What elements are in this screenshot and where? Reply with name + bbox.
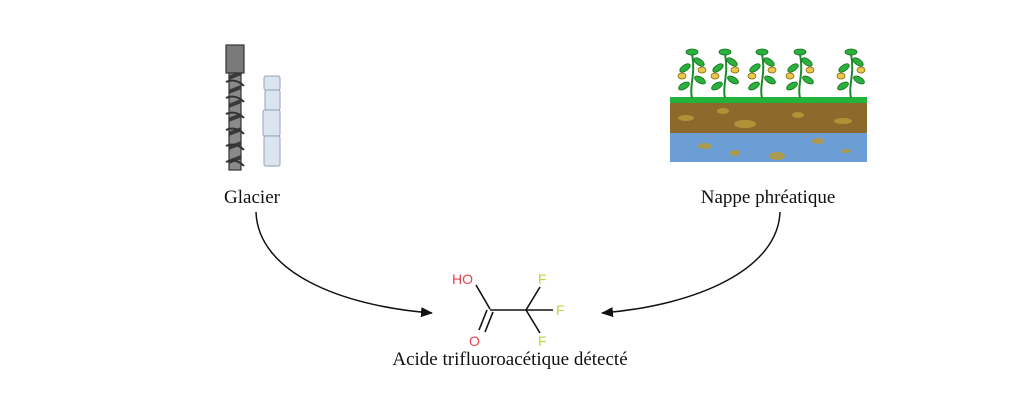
bond-co-double-1 <box>478 309 488 331</box>
atom-fluorine-bottom: F <box>538 333 547 349</box>
molecule-label: Acide trifluoroacétique détecté <box>392 349 628 370</box>
bond-cf-bottom <box>525 309 541 334</box>
soil-pebbles <box>678 108 852 160</box>
groundwater-label: Nappe phréatique <box>700 187 836 208</box>
trifluoroacetic-acid-structure: HO O F F F <box>452 271 565 349</box>
arrow-glacier-to-molecule <box>255 211 433 318</box>
crop-plant-icon <box>677 48 707 99</box>
grass-line <box>670 97 867 103</box>
drill-thread <box>225 79 245 167</box>
ice-core-drill-icon <box>225 44 281 171</box>
bond-co-double-2 <box>484 311 494 333</box>
ice-core-segments <box>262 75 281 167</box>
glacier-label: Glacier <box>224 187 280 208</box>
atom-hydroxyl: HO <box>452 271 473 287</box>
crop-plant-icon <box>710 48 740 99</box>
atom-fluorine-right: F <box>556 302 565 318</box>
crop-plant-icon <box>836 48 866 99</box>
arrow-groundwater-to-molecule <box>601 211 781 318</box>
soil-layer <box>670 101 867 133</box>
crop-plant-icon <box>747 48 777 99</box>
atom-oxygen: O <box>469 333 480 349</box>
soil-crop-groundwater-icon <box>670 48 867 162</box>
drill-shaft <box>228 72 242 171</box>
bond-oh <box>475 284 491 310</box>
drill-head <box>225 44 245 74</box>
bond-cf-top <box>525 286 541 311</box>
atom-fluorine-top: F <box>538 271 547 287</box>
crop-plant-icon <box>785 48 815 99</box>
crop-plants <box>677 48 866 99</box>
